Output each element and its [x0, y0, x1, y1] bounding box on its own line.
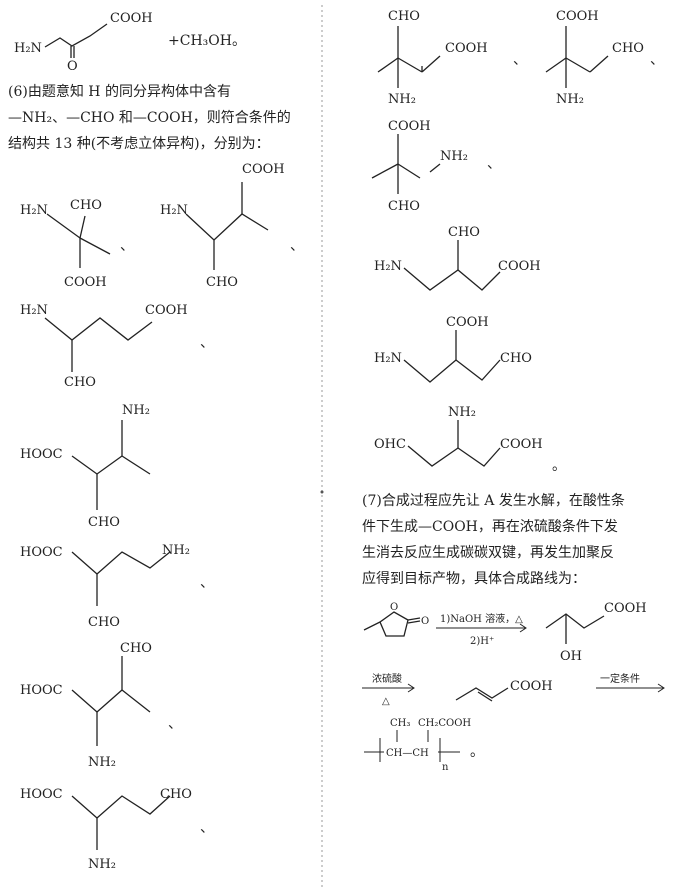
l7-cho: CHO — [160, 787, 192, 802]
l1-cho: CHO — [70, 198, 102, 213]
sep-l5: 、 — [200, 575, 214, 591]
polymer-end: 。 — [470, 744, 484, 760]
r6-ohc: OHC — [374, 437, 406, 452]
lactone-ring-o: O — [390, 602, 398, 613]
arrow-step2: 浓硫酸 △ — [362, 672, 415, 707]
l1-cooh: COOH — [64, 275, 107, 290]
sep-l1: 、 — [120, 238, 134, 254]
sep-l3: 、 — [200, 335, 214, 351]
r1-cho: CHO — [388, 9, 420, 24]
l3-cooh: COOH — [145, 303, 188, 318]
sep-l7: 、 — [200, 820, 214, 836]
polymer-n: n — [442, 762, 449, 773]
section6-line1: (6)由题意知 H 的同分异构体中含有 — [8, 83, 231, 100]
r6-nh2: NH₂ — [448, 405, 476, 420]
l3-h2n: H₂N — [20, 303, 48, 318]
l2-cooh: COOH — [242, 162, 285, 177]
structure-r6: OHC NH₂ COOH — [374, 405, 543, 467]
section7-line3: 生消去反应生成碳碳双键，再发生加聚反 — [362, 544, 614, 561]
top-o: O — [67, 59, 78, 74]
polymer-ch2cooh: CH₂COOH — [418, 718, 471, 729]
structure-l5: HOOC NH₂ CHO — [20, 543, 190, 630]
l5-nh2: NH₂ — [162, 543, 190, 558]
end-r6: 。 — [552, 458, 566, 474]
structure-r1: CHO COOH NH₂ — [377, 9, 488, 107]
l2-cho: CHO — [206, 275, 238, 290]
structure-l7: HOOC CHO NH₂ — [20, 787, 192, 872]
section7-line4: 应得到目标产物，具体合成路线为： — [362, 570, 586, 587]
l1-h2n: H₂N — [20, 203, 48, 218]
r1-cooh: COOH — [445, 41, 488, 56]
step2-bottom: △ — [382, 696, 390, 707]
l4-hooc: HOOC — [20, 447, 63, 462]
arrow-step3: 一定条件 — [596, 672, 665, 693]
hydroxy-acid-structure: COOH OH — [545, 601, 647, 664]
hydroxy-acid-cooh: COOH — [604, 601, 647, 616]
arrow-step1: 1)NaOH 溶液，△ 2)H⁺ — [436, 612, 527, 647]
r2-nh2: NH₂ — [556, 92, 584, 107]
sep-r3: 、 — [487, 156, 501, 172]
polymer-structure: CH₃ CH₂COOH CH—CH n 。 — [364, 718, 484, 773]
top-h2n: H₂N — [14, 41, 42, 56]
l6-nh2: NH₂ — [88, 755, 116, 770]
r1-nh2: NH₂ — [388, 92, 416, 107]
unsaturated-acid-cooh: COOH — [510, 679, 553, 694]
lactone-exo-o: O — [421, 616, 429, 627]
r4-cooh: COOH — [498, 259, 541, 274]
r5-cho: CHO — [500, 351, 532, 366]
structure-l3: H₂N COOH CHO — [20, 303, 188, 390]
r4-h2n: H₂N — [374, 259, 402, 274]
l6-hooc: HOOC — [20, 683, 63, 698]
r2-cooh: COOH — [556, 9, 599, 24]
lactone-structure: O O — [363, 602, 429, 637]
step2-top: 浓硫酸 — [372, 672, 402, 685]
unsaturated-acid-structure: COOH — [455, 679, 553, 702]
step3-top: 一定条件 — [600, 672, 640, 685]
r2-cho: CHO — [612, 41, 644, 56]
section6-line2: —NH₂、—CHO 和—COOH，则符合条件的 — [8, 109, 291, 126]
structure-r4: H₂N CHO COOH — [374, 225, 541, 291]
l4-cho: CHO — [88, 515, 120, 530]
section7-line1: (7)合成过程应先让 A 发生水解，在酸性条 — [362, 492, 625, 509]
step1-top: 1)NaOH 溶液，△ — [440, 612, 523, 625]
l4-nh2: NH₂ — [122, 403, 150, 418]
top-cooh: COOH — [110, 11, 153, 26]
top-plus-methanol: +CH₃OH。 — [168, 33, 246, 49]
hydroxy-acid-oh: OH — [560, 649, 582, 664]
polymer-ch3: CH₃ — [390, 718, 410, 729]
structure-r3: COOH NH₂ CHO — [371, 119, 468, 214]
structure-r5: H₂N COOH CHO — [374, 315, 532, 383]
r3-cooh: COOH — [388, 119, 431, 134]
sep-l2: 、 — [290, 238, 304, 254]
l2-h2n: H₂N — [160, 203, 188, 218]
r3-nh2: NH₂ — [440, 149, 468, 164]
section7-line2: 件下生成—COOH，再在浓硫酸条件下发 — [362, 518, 618, 535]
l5-cho: CHO — [88, 615, 120, 630]
r4-cho: CHO — [448, 225, 480, 240]
l7-nh2: NH₂ — [88, 857, 116, 872]
r3-cho: CHO — [388, 199, 420, 214]
r5-h2n: H₂N — [374, 351, 402, 366]
top-structure: COOH H₂N O — [14, 11, 153, 74]
structure-l1: H₂N CHO COOH — [20, 198, 111, 290]
structure-l4: HOOC NH₂ CHO — [20, 403, 151, 530]
l7-hooc: HOOC — [20, 787, 63, 802]
sep-r1: 、 — [513, 52, 527, 68]
step1-bottom: 2)H⁺ — [470, 636, 494, 647]
structure-l6: HOOC CHO NH₂ — [20, 641, 152, 770]
r6-cooh: COOH — [500, 437, 543, 452]
structure-r2: COOH CHO NH₂ — [545, 9, 644, 107]
l5-hooc: HOOC — [20, 545, 63, 560]
r5-cooh: COOH — [446, 315, 489, 330]
stray-dot — [320, 490, 324, 494]
structure-l2: H₂N COOH CHO — [160, 162, 285, 290]
l3-cho: CHO — [64, 375, 96, 390]
section6-line3: 结构共 13 种(不考虑立体异构)，分别为： — [8, 136, 270, 152]
sep-l6: 、 — [168, 716, 182, 732]
l6-cho: CHO — [120, 641, 152, 656]
polymer-chain: CH—CH — [386, 748, 429, 759]
sep-r2: 、 — [650, 52, 664, 68]
